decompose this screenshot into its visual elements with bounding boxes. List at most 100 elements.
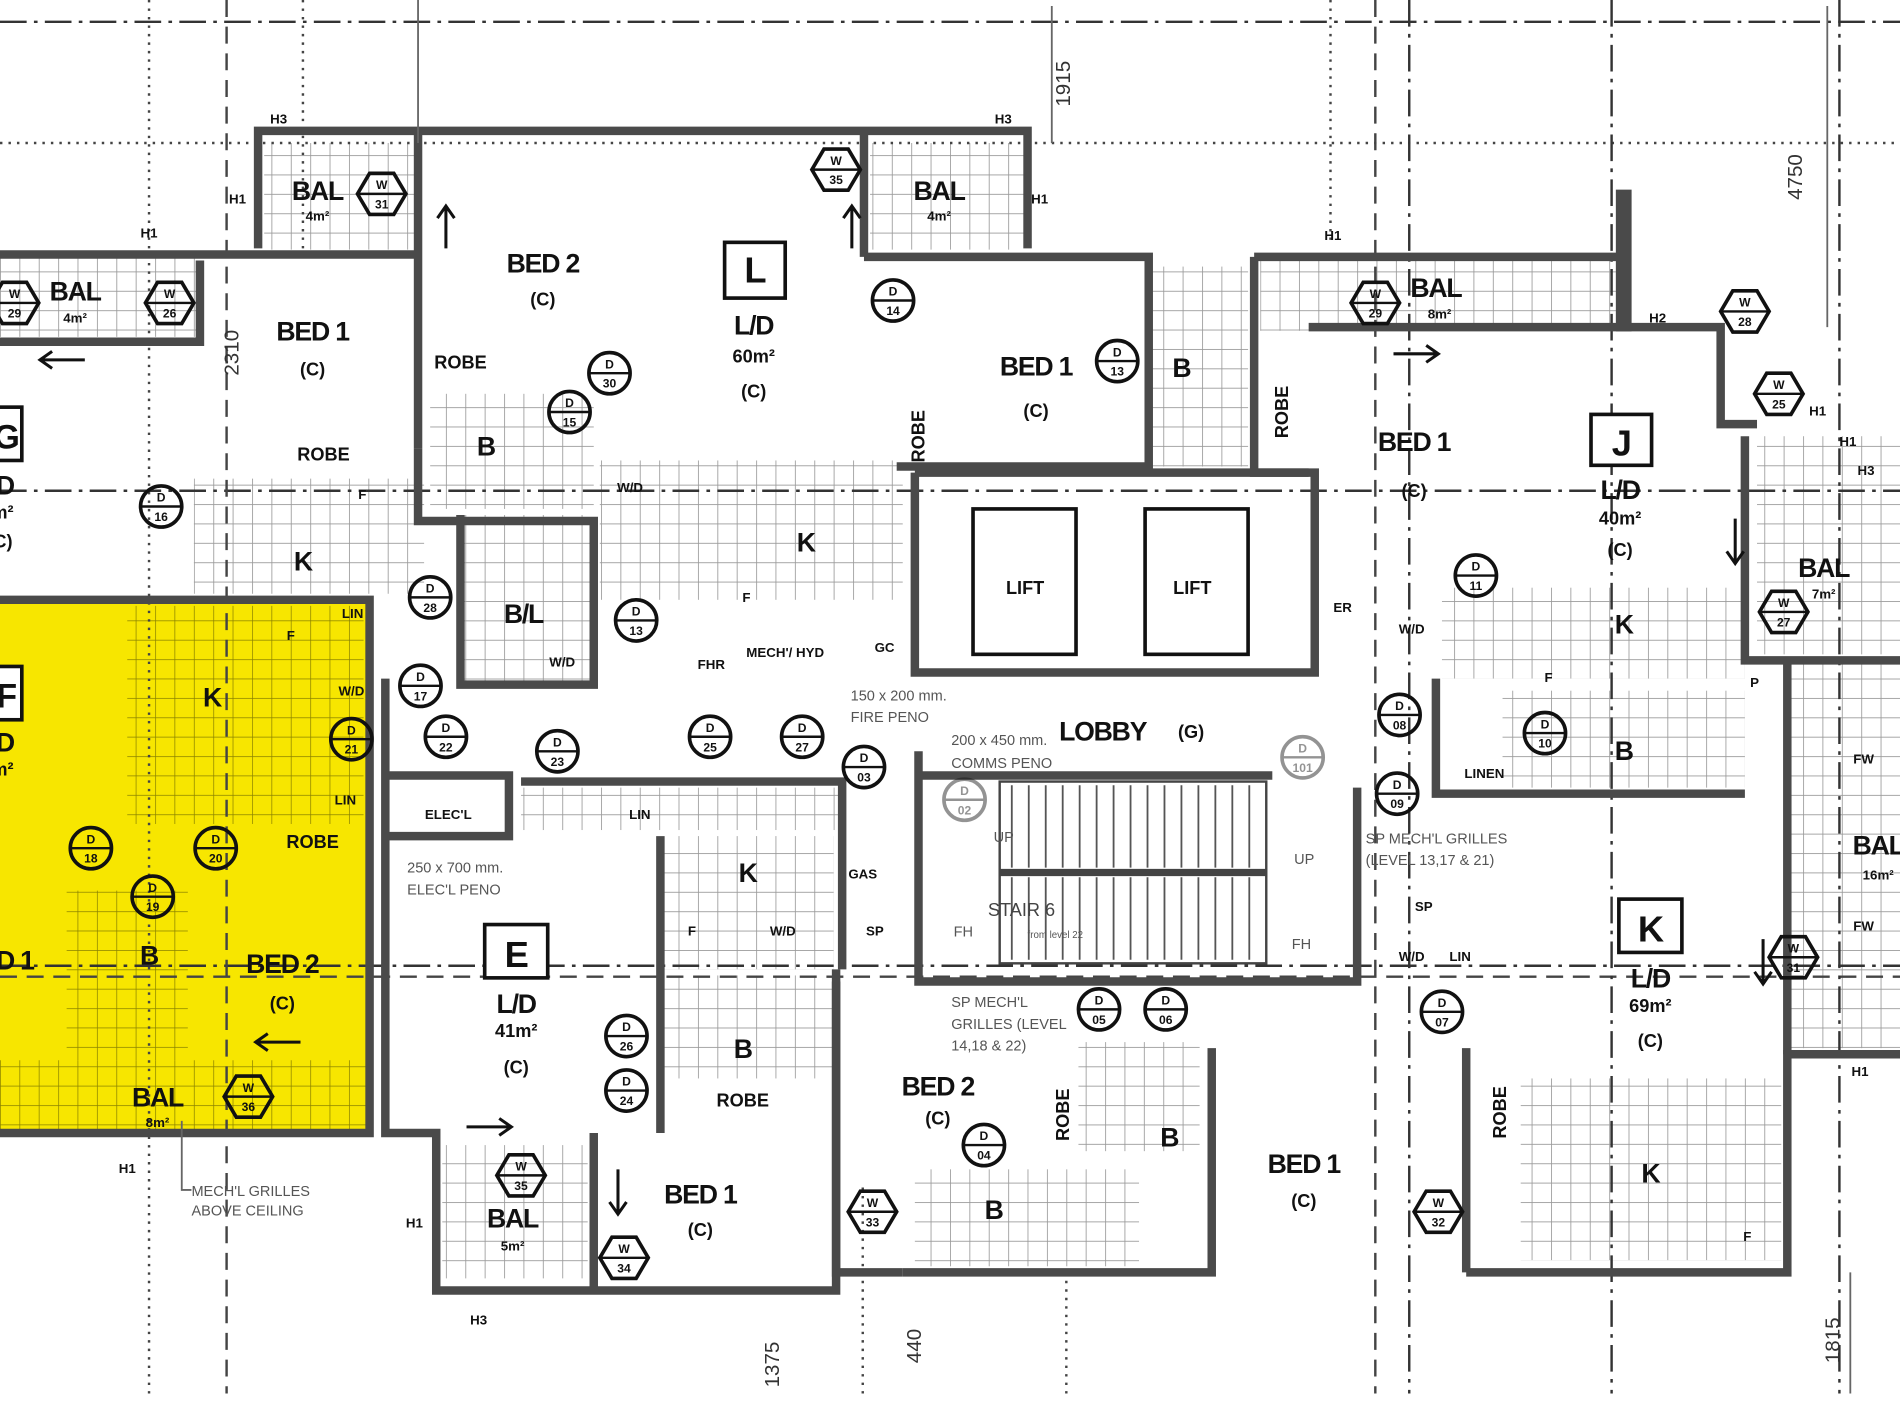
svg-text:4m²: 4m² bbox=[927, 209, 951, 224]
window-tag-letter: W bbox=[9, 287, 21, 301]
svg-text:BAL: BAL bbox=[1798, 553, 1850, 583]
svg-text:14,18 & 22): 14,18 & 22) bbox=[951, 1039, 1026, 1055]
door-tag-letter: D bbox=[1395, 699, 1404, 713]
svg-text:(C): (C) bbox=[1291, 1191, 1316, 1211]
svg-text:SP MECH'L GRILLES: SP MECH'L GRILLES bbox=[1366, 831, 1508, 847]
window-tag-letter: W bbox=[164, 287, 176, 301]
svg-text:LOBBY: LOBBY bbox=[1059, 716, 1148, 746]
unit-g-class: (C) bbox=[0, 532, 13, 552]
door-tag-number: 17 bbox=[414, 689, 428, 703]
door-tag-number: 14 bbox=[886, 304, 900, 318]
svg-text:B: B bbox=[1615, 736, 1634, 766]
svg-text:BED 2: BED 2 bbox=[507, 249, 580, 279]
door-tag: D24 bbox=[604, 1068, 649, 1113]
unit-f-kitchen-tiles bbox=[127, 605, 364, 824]
window-tag-number: 33 bbox=[866, 1215, 880, 1229]
svg-text:K: K bbox=[1638, 909, 1664, 950]
door-tag: D28 bbox=[407, 574, 453, 620]
svg-text:H1: H1 bbox=[1839, 434, 1857, 449]
svg-text:ROBE: ROBE bbox=[909, 410, 929, 462]
door-tag: D 06 bbox=[1143, 986, 1189, 1032]
svg-text:150 x 200 mm.: 150 x 200 mm. bbox=[851, 688, 947, 704]
svg-text:5m²: 5m² bbox=[501, 1239, 525, 1254]
door-tag-number: 20 bbox=[209, 852, 223, 866]
window-tag-number: 25 bbox=[1772, 397, 1786, 411]
door-tag-number: 10 bbox=[1538, 737, 1552, 751]
door-tag-number: 28 bbox=[423, 601, 437, 615]
door-tag-number: 23 bbox=[551, 755, 565, 769]
svg-text:BED 1: BED 1 bbox=[0, 945, 35, 975]
door-tag: D07 bbox=[1419, 989, 1465, 1035]
unit-f-area: m² bbox=[0, 760, 14, 780]
svg-text:FIRE PENO: FIRE PENO bbox=[851, 710, 929, 726]
window-tag-letter: W bbox=[1788, 941, 1800, 955]
door-tag-number: 06 bbox=[1159, 1013, 1173, 1027]
door-tag: D26 bbox=[604, 1013, 649, 1059]
svg-text:ROBE: ROBE bbox=[1272, 386, 1292, 438]
svg-text:K: K bbox=[1641, 1159, 1660, 1189]
svg-text:ROBE: ROBE bbox=[1053, 1089, 1073, 1141]
svg-text:SP: SP bbox=[866, 923, 884, 938]
svg-text:BED 1: BED 1 bbox=[1378, 427, 1452, 457]
svg-text:K: K bbox=[797, 527, 816, 557]
svg-text:UP: UP bbox=[994, 830, 1014, 846]
door-tag-letter: D bbox=[211, 832, 220, 846]
unit-k-class: (C) bbox=[1638, 1031, 1663, 1051]
window-tag: W34 bbox=[597, 1235, 651, 1281]
window-tag-letter: W bbox=[515, 1160, 527, 1174]
door-tag: D10 bbox=[1522, 710, 1568, 756]
door-tag-number: 09 bbox=[1390, 797, 1404, 811]
svg-text:ELEC'L: ELEC'L bbox=[425, 807, 472, 822]
window-tag-letter: W bbox=[1370, 287, 1382, 301]
svg-text:BED 2: BED 2 bbox=[246, 949, 319, 979]
window-tag-letter: W bbox=[1773, 378, 1785, 392]
window-tag-number: 35 bbox=[829, 173, 843, 187]
svg-text:H1: H1 bbox=[119, 1161, 137, 1176]
unit-tag-j: J bbox=[1589, 412, 1654, 468]
svg-text:BED 1: BED 1 bbox=[276, 316, 350, 346]
door-tag: D22 bbox=[423, 714, 469, 760]
svg-text:BED 1: BED 1 bbox=[1268, 1149, 1342, 1179]
door-tag-letter: D bbox=[416, 670, 425, 684]
door-tag-number: 21 bbox=[345, 743, 359, 757]
svg-text:H3: H3 bbox=[1858, 463, 1875, 478]
door-tag-letter: D bbox=[1393, 778, 1402, 792]
door-tag-letter: D bbox=[442, 721, 451, 735]
door-tag-letter: D bbox=[706, 721, 715, 735]
svg-text:E: E bbox=[505, 934, 528, 975]
door-tag: D11 bbox=[1453, 553, 1499, 598]
height-markers: H3 H3 H1 H1 H1 H1 H2 H1 H1 H3 H1 H1 H1 H… bbox=[119, 112, 1875, 1328]
svg-text:(C): (C) bbox=[925, 1108, 950, 1128]
door-tag-number: 16 bbox=[154, 510, 168, 524]
door-tag: D 08 bbox=[1377, 692, 1422, 738]
svg-text:H1: H1 bbox=[1324, 228, 1342, 243]
svg-text:H1: H1 bbox=[1809, 404, 1827, 419]
svg-text:W/D: W/D bbox=[549, 654, 575, 669]
window-tag: W29 bbox=[1348, 280, 1402, 326]
svg-text:250 x 700 mm.: 250 x 700 mm. bbox=[407, 860, 503, 876]
svg-text:BED 1: BED 1 bbox=[664, 1179, 738, 1209]
svg-text:LIN: LIN bbox=[342, 606, 363, 621]
door-tag-letter: D bbox=[980, 1129, 989, 1143]
svg-text:P: P bbox=[1750, 675, 1759, 690]
svg-text:LINEN: LINEN bbox=[1464, 766, 1504, 781]
svg-text:H1: H1 bbox=[406, 1215, 424, 1230]
door-tag-number: 08 bbox=[1393, 718, 1407, 732]
svg-text:F: F bbox=[287, 628, 295, 643]
svg-text:B: B bbox=[477, 432, 496, 462]
window-tag: W26 bbox=[143, 280, 196, 326]
svg-text:B: B bbox=[1160, 1122, 1179, 1152]
svg-text:H1: H1 bbox=[229, 192, 247, 207]
door-tag-number: 03 bbox=[857, 771, 871, 785]
door-tag: D23 bbox=[534, 728, 580, 774]
unit-j-class: (C) bbox=[1607, 540, 1632, 560]
svg-text:K: K bbox=[739, 858, 758, 888]
svg-text:F: F bbox=[1743, 1229, 1751, 1244]
door-tag-number: 07 bbox=[1435, 1015, 1449, 1029]
door-tag-letter: D bbox=[1161, 994, 1170, 1008]
svg-text:W/D: W/D bbox=[338, 684, 364, 699]
door-tag-letter: D bbox=[1472, 560, 1481, 574]
window-tag-number: 31 bbox=[1787, 961, 1801, 975]
unit-f-name: D bbox=[0, 727, 15, 757]
